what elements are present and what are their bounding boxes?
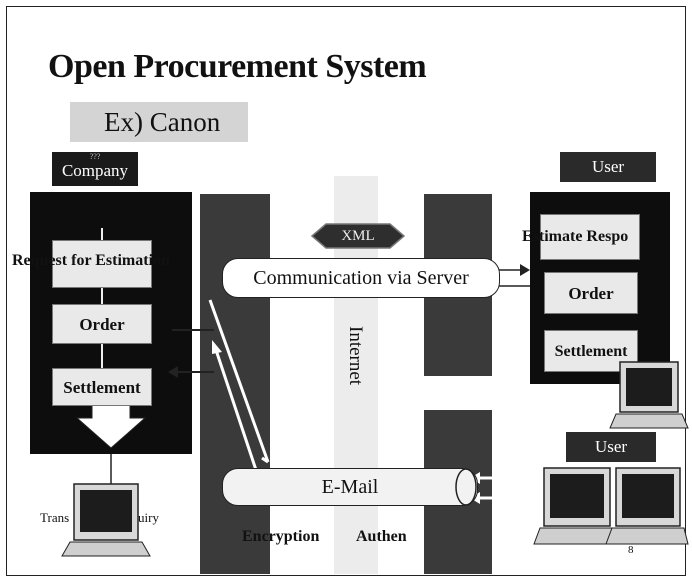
terminal-label-tail: uiry (138, 510, 159, 525)
right-step-settlement: Settlement (544, 330, 638, 372)
company-small-label: ??? (89, 152, 101, 161)
communication-pipe: Communication via Server (222, 258, 500, 298)
email-pipe: E-Mail (222, 468, 478, 506)
right-step-estimate-response: Estimate Respo (522, 228, 629, 245)
user-bottom-computer-icon-2 (605, 467, 689, 545)
encryption-label: Encryption (242, 528, 320, 545)
company-server-stripe (200, 194, 270, 574)
page-mark: 8 (628, 544, 634, 556)
terminal-label: Trans (40, 510, 70, 525)
page-title: Open Procurement System (48, 48, 427, 85)
company-terminal-icon (61, 483, 151, 557)
left-step-request-box (52, 240, 152, 288)
user-top-computer-icon (609, 361, 689, 429)
right-step-estimate-box (540, 214, 640, 260)
subtitle: Ex) Canon (70, 102, 248, 142)
internet-label: Internet (345, 326, 366, 386)
user-bottom-tag: User (566, 432, 656, 462)
left-step-request-for-estimation: Request for Estimation (12, 252, 170, 269)
authentication-label: Authen (356, 528, 407, 545)
company-label: Company (61, 161, 129, 180)
xml-label: XML (341, 228, 375, 244)
left-step-order: Order (52, 304, 152, 344)
company-tag: ??? Company (52, 152, 138, 186)
user-top-tag: User (560, 152, 656, 182)
slide-frame (6, 6, 686, 576)
user-bottom-computer-icon-1 (533, 467, 621, 545)
right-step-order: Order (544, 272, 638, 314)
left-step-settlement: Settlement (52, 368, 152, 406)
